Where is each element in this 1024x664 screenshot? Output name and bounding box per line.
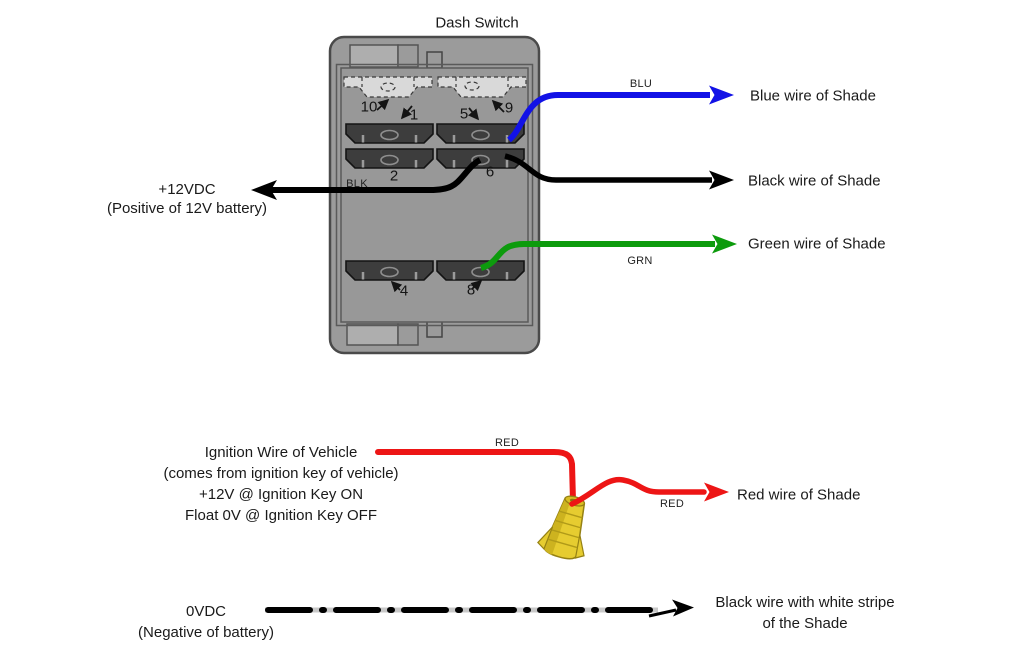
stripe-wire-label-line2: of the Shade	[762, 615, 848, 632]
terminal-label-8: 8	[466, 281, 476, 299]
stripe-wire-label: Black wire with white stripe of the Shad…	[715, 592, 894, 634]
switch-top-tab	[349, 44, 399, 68]
blue-wire-label: Blue wire of Shade	[750, 87, 876, 105]
terminal-4	[344, 259, 435, 282]
positive-arrowhead-icon	[251, 180, 277, 200]
pointer-arrow-9-icon	[491, 99, 505, 113]
pointer-arrow-4-icon	[390, 280, 403, 293]
black-shade-wire	[504, 153, 734, 190]
ignition-line4: Float 0V @ Ignition Key OFF	[185, 507, 377, 524]
pointer-arrow-5-icon	[468, 107, 480, 121]
battery-positive-line1: +12VDC	[158, 181, 216, 198]
blue-arrowhead-icon	[709, 85, 734, 105]
green-shade-wire	[479, 234, 737, 271]
red-wire-label: Red wire of Shade	[737, 486, 861, 504]
blk-wire-tag: BLK	[346, 178, 368, 190]
terminal-9-pad	[437, 76, 527, 98]
switch-inner-frame-outer	[335, 63, 534, 327]
ignition-line3: +12V @ Ignition Key ON	[198, 486, 364, 503]
terminal-label-10: 10	[360, 98, 378, 116]
terminal-label-5: 5	[459, 105, 469, 123]
terminal-label-6: 6	[485, 163, 495, 181]
battery-negative-line1: 0VDC	[185, 603, 226, 620]
terminal-8	[435, 259, 526, 282]
switch-bottom-tab	[346, 323, 399, 346]
terminal-pointer-arrows	[376, 98, 505, 293]
red-arrowhead-icon	[704, 482, 729, 502]
ignition-line2: (comes from ignition key of vehicle)	[163, 465, 399, 482]
black-wire-label: Black wire of Shade	[748, 172, 881, 190]
stripe-wire-label-line1: Black wire with white stripe	[715, 594, 895, 611]
red-wire-tag-right: RED	[659, 498, 685, 510]
stripe-arrowhead-icon	[672, 599, 694, 617]
pointer-arrow-10-icon	[376, 98, 390, 111]
wire-nut-wing-left	[537, 526, 554, 551]
battery-positive-label: +12VDC (Positive of 12V battery)	[107, 180, 267, 218]
black-arrowhead-icon	[709, 170, 734, 190]
ignition-label: Ignition Wire of Vehicle (comes from ign…	[163, 442, 398, 526]
wire-nut	[537, 495, 586, 560]
terminal-10-pad	[343, 76, 433, 98]
terminal-2	[344, 147, 435, 170]
diagram-title: Dash Switch	[435, 14, 519, 32]
terminal-label-4: 4	[399, 282, 409, 300]
battery-negative-label: 0VDC (Negative of battery)	[138, 601, 274, 643]
switch-top-key	[426, 51, 443, 69]
ignition-red-wire	[375, 449, 576, 504]
terminal-label-1: 1	[409, 106, 419, 124]
red-shade-wire	[569, 477, 729, 507]
terminal-label-2: 2	[389, 167, 399, 185]
grn-wire-tag: GRN	[627, 255, 653, 267]
terminal-label-9: 9	[504, 99, 514, 117]
blu-wire-tag: BLU	[629, 78, 653, 90]
switch-top-tab-small	[397, 44, 419, 68]
striped-negative-wire	[265, 599, 694, 618]
pointer-arrow-8-icon	[470, 279, 483, 292]
battery-positive-line2: (Positive of 12V battery)	[106, 200, 268, 217]
switch-bottom-tab-small	[397, 323, 419, 346]
green-arrowhead-icon	[712, 234, 737, 254]
battery-negative-line2: (Negative of battery)	[138, 624, 274, 641]
blue-shade-wire	[506, 85, 734, 143]
wire-nut-wing-right	[574, 534, 585, 559]
terminal-1	[344, 122, 435, 145]
green-wire-label: Green wire of Shade	[748, 235, 886, 253]
pointer-arrow-1-icon	[400, 105, 413, 120]
ignition-line1: Ignition Wire of Vehicle	[204, 444, 358, 461]
positive-supply-wire	[251, 157, 482, 200]
red-wire-tag-top: RED	[494, 437, 520, 449]
